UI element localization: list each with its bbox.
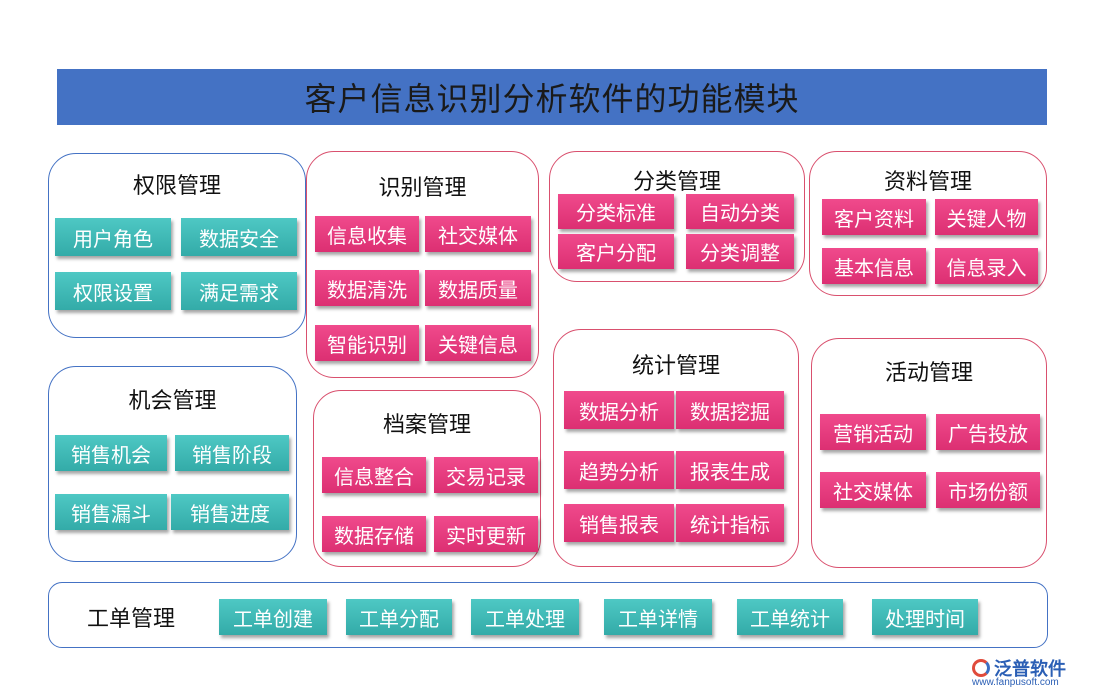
module-item[interactable]: 销售阶段: [175, 435, 289, 471]
module-item[interactable]: 销售报表: [564, 504, 674, 542]
module-item[interactable]: 销售进度: [171, 494, 289, 530]
panel-title: 权限管理: [132, 174, 221, 199]
panel-fenlei: 分类管理 分类标准 自动分类 客户分配 分类调整: [549, 151, 805, 282]
panel-title: 机会管理: [128, 389, 217, 414]
panel-tongji: 统计管理 数据分析 数据挖掘 趋势分析 报表生成 销售报表 统计指标: [553, 329, 799, 567]
page-title: 客户信息识别分析软件的功能模块: [304, 80, 800, 118]
module-item[interactable]: 销售漏斗: [55, 494, 167, 530]
panel-title: 资料管理: [883, 170, 972, 195]
module-item[interactable]: 数据清洗: [315, 270, 419, 306]
module-item[interactable]: 社交媒体: [820, 472, 926, 508]
module-item[interactable]: 用户角色: [55, 218, 171, 256]
brand-logo: 泛普软件 www.fanpusoft.com: [972, 655, 1066, 688]
panel-gongdan: 工单管理 工单创建 工单分配 工单处理 工单详情 工单统计 处理时间: [48, 582, 1048, 648]
module-item[interactable]: 信息整合: [322, 457, 426, 493]
module-item[interactable]: 数据存储: [322, 516, 426, 552]
module-item[interactable]: 市场份额: [936, 472, 1040, 508]
panel-title: 分类管理: [632, 170, 721, 195]
module-item[interactable]: 工单详情: [604, 599, 712, 635]
panel-shibie: 识别管理 信息收集 社交媒体 数据清洗 数据质量 智能识别 关键信息: [306, 151, 539, 378]
module-item[interactable]: 客户资料: [822, 199, 926, 235]
module-item[interactable]: 趋势分析: [564, 451, 674, 489]
module-item[interactable]: 客户分配: [558, 234, 674, 269]
panel-ziliao: 资料管理 客户资料 关键人物 基本信息 信息录入: [809, 151, 1047, 296]
module-item[interactable]: 权限设置: [55, 272, 171, 310]
module-item[interactable]: 实时更新: [434, 516, 538, 552]
brand-mark-icon: [972, 659, 990, 677]
module-item[interactable]: 分类调整: [686, 234, 794, 269]
module-item[interactable]: 满足需求: [181, 272, 297, 310]
module-item[interactable]: 信息收集: [315, 216, 419, 252]
module-item[interactable]: 统计指标: [676, 504, 784, 542]
panel-title: 档案管理: [382, 413, 471, 438]
module-item[interactable]: 关键人物: [935, 199, 1038, 235]
module-item[interactable]: 交易记录: [434, 457, 538, 493]
brand-url: www.fanpusoft.com: [972, 677, 1059, 688]
module-item[interactable]: 智能识别: [315, 325, 419, 361]
panel-title: 活动管理: [884, 361, 973, 386]
brand-name: 泛普软件: [994, 659, 1066, 679]
module-item[interactable]: 报表生成: [676, 451, 784, 489]
module-item[interactable]: 数据分析: [564, 391, 674, 429]
panel-title: 识别管理: [378, 176, 467, 201]
module-item[interactable]: 自动分类: [686, 194, 794, 229]
module-item[interactable]: 工单创建: [219, 599, 327, 635]
module-item[interactable]: 处理时间: [872, 599, 978, 635]
module-item[interactable]: 工单处理: [471, 599, 579, 635]
module-item[interactable]: 分类标准: [558, 194, 674, 229]
panel-jihui: 机会管理 销售机会 销售阶段 销售漏斗 销售进度: [48, 366, 297, 562]
panel-title: 工单管理: [87, 607, 176, 632]
title-bar: 客户信息识别分析软件的功能模块: [57, 69, 1047, 125]
module-item[interactable]: 销售机会: [55, 435, 167, 471]
panel-dangan: 档案管理 信息整合 交易记录 数据存储 实时更新: [313, 390, 541, 567]
module-item[interactable]: 基本信息: [822, 248, 926, 284]
module-item[interactable]: 工单统计: [737, 599, 843, 635]
panel-title: 统计管理: [631, 354, 720, 379]
module-item[interactable]: 社交媒体: [425, 216, 531, 252]
module-item[interactable]: 数据挖掘: [676, 391, 784, 429]
module-item[interactable]: 数据质量: [425, 270, 531, 306]
module-item[interactable]: 信息录入: [935, 248, 1038, 284]
module-item[interactable]: 工单分配: [346, 599, 452, 635]
module-item[interactable]: 数据安全: [181, 218, 297, 256]
panel-quanxian: 权限管理 用户角色 数据安全 权限设置 满足需求: [48, 153, 306, 338]
module-item[interactable]: 关键信息: [425, 325, 531, 361]
module-item[interactable]: 营销活动: [820, 414, 926, 450]
panel-huodong: 活动管理 营销活动 广告投放 社交媒体 市场份额: [811, 338, 1047, 568]
module-item[interactable]: 广告投放: [936, 414, 1040, 450]
